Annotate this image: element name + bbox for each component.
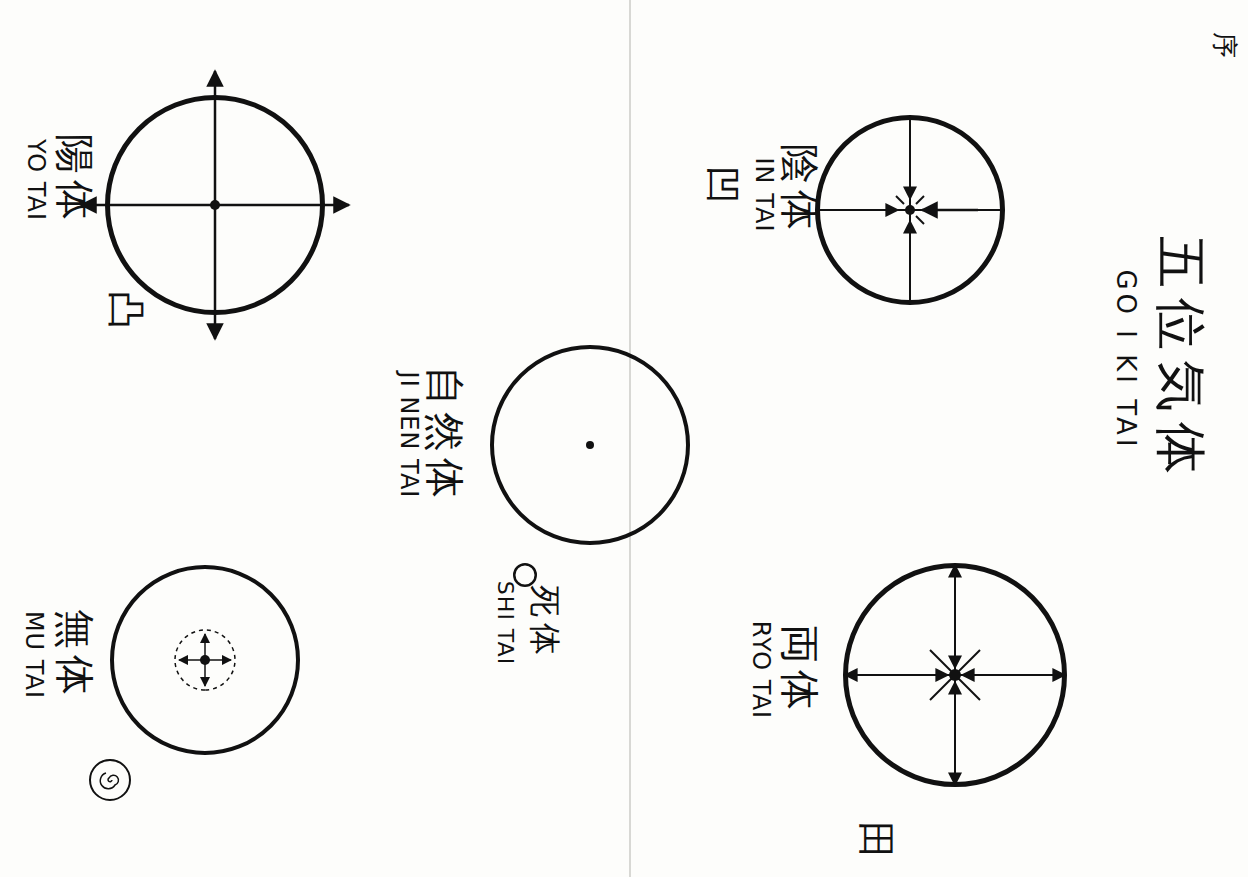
symbol-char: 凹 [698,166,742,204]
romanization: GO I KI TAI [1110,269,1140,450]
romanization: RYO TAI [746,621,774,719]
circle-node: 自然体JI NEN TAI [490,345,690,545]
circle-outline [108,98,323,313]
fold-line [629,0,631,877]
center-dot [905,205,915,215]
circle-outline [105,95,325,315]
circle-node: 無体MU TAI [110,565,300,755]
circle-outline [815,115,1005,305]
circle-outline [110,565,300,755]
circle-node: 陽体YO TAI [105,95,325,315]
circle-outline [818,118,1003,303]
circle-outline [492,347,688,543]
two-way-cross [845,565,1065,785]
circle-node: 陰体IN TAI [815,115,1005,305]
circle-node: 死体SHI TAI [513,563,537,587]
page-mark: 序 [1209,32,1239,58]
node-name: 死体 [527,585,564,661]
romanization: IN TAI [749,158,777,233]
romanization: SHI TAI [492,581,517,665]
node-name: 陽体 [52,134,98,226]
circle-outline [843,563,1067,787]
small-arrows [179,634,231,686]
node-name: 無体 [52,609,98,701]
center-dot [949,669,961,681]
romanization: YO TAI [21,139,49,221]
inward-cross [817,117,1003,303]
circle-node: 両体RYO TAI [843,563,1067,787]
small-circle [90,760,130,800]
node-name: 両体 [777,624,823,716]
center-dot [586,441,594,449]
romanization: JI NEN TAI [394,372,422,499]
symbol-char: 凸 [103,291,147,329]
circle-outline [846,566,1065,785]
romanization: MU TAI [19,611,47,699]
circle-outline [490,345,690,545]
outward-cross [81,71,349,339]
center-dot [210,200,220,210]
node-name: 自然体 [422,366,468,504]
title: 五位気体 [1150,236,1210,484]
spiral [100,773,118,789]
dashed-circle [175,630,235,690]
node-name: 陰体 [777,144,823,236]
center-dot [200,655,210,665]
circle-outline [112,567,298,753]
symbol-char: 田 [853,821,897,859]
